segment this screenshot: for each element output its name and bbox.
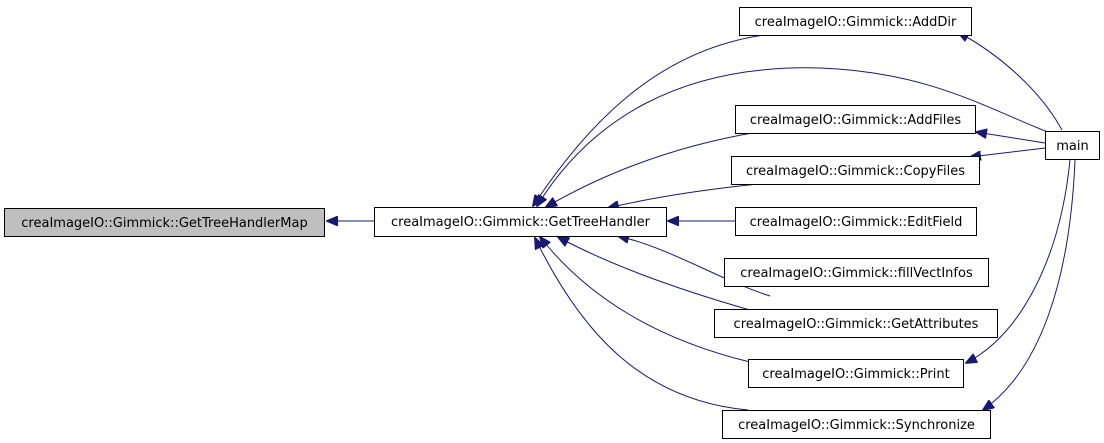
node-box [735, 105, 976, 134]
node-box [739, 7, 972, 36]
node-box [748, 359, 964, 388]
node-gettreehandlermap[interactable]: creaImageIO::Gimmick::GetTreeHandlerMap [4, 208, 325, 237]
edge-addfiles-to-gettreehandler [546, 131, 759, 207]
node-box [714, 309, 998, 338]
node-box [4, 208, 325, 237]
node-copyfiles[interactable]: creaImageIO::Gimmick::CopyFiles [731, 156, 980, 185]
node-adddir[interactable]: creaImageIO::Gimmick::AddDir [739, 7, 972, 36]
node-label: creaImageIO::Gimmick::EditField [750, 215, 963, 230]
node-synchronize[interactable]: creaImageIO::Gimmick::Synchronize [722, 410, 991, 439]
edge-main-to-adddir [958, 32, 1063, 131]
node-box [1045, 131, 1100, 160]
node-label: creaImageIO::Gimmick::AddFiles [750, 113, 961, 128]
node-label: creaImageIO::Gimmick::fillVectInfos [740, 266, 973, 281]
node-box [374, 207, 667, 237]
node-fillvectinfos[interactable]: creaImageIO::Gimmick::fillVectInfos [724, 258, 989, 287]
node-main[interactable]: main [1045, 131, 1100, 160]
node-label: creaImageIO::Gimmick::Print [762, 367, 949, 382]
edge-fillvectinfos-to-gettreehandler [618, 236, 771, 297]
edge-main-to-copyfiles [970, 147, 1046, 157]
edge-main-to-synchronize [983, 159, 1076, 410]
node-addfiles[interactable]: creaImageIO::Gimmick::AddFiles [735, 105, 976, 134]
node-box [722, 410, 991, 439]
node-label: main [1056, 139, 1088, 154]
node-label: creaImageIO::Gimmick::CopyFiles [746, 164, 965, 179]
node-gettreehandler[interactable]: creaImageIO::Gimmick::GetTreeHandler [374, 207, 667, 237]
node-label: creaImageIO::Gimmick::Synchronize [738, 418, 975, 433]
edge-main-to-print [966, 159, 1071, 363]
node-box [724, 258, 989, 287]
node-print[interactable]: creaImageIO::Gimmick::Print [748, 359, 964, 388]
edge-main-to-addfiles [976, 132, 1046, 144]
edge-adddir-to-gettreehandler [533, 34, 765, 206]
edge-copyfiles-to-gettreehandler [608, 183, 759, 208]
node-getattributes[interactable]: creaImageIO::Gimmick::GetAttributes [714, 309, 998, 338]
edge-main-to-gettreehandler [537, 67, 1049, 206]
node-label: creaImageIO::Gimmick::GetAttributes [734, 317, 979, 332]
edge-synchronize-to-gettreehandler [535, 238, 749, 411]
node-label: creaImageIO::Gimmick::AddDir [755, 15, 957, 30]
edge-getattributes-to-gettreehandler [558, 237, 751, 311]
node-box [731, 156, 980, 185]
node-label: creaImageIO::Gimmick::GetTreeHandler [391, 215, 651, 230]
node-label: creaImageIO::Gimmick::GetTreeHandlerMap [21, 216, 307, 231]
edge-print-to-gettreehandler [540, 237, 751, 363]
edges [327, 32, 1076, 411]
node-box [735, 207, 977, 236]
node-editfield[interactable]: creaImageIO::Gimmick::EditField [735, 207, 977, 236]
